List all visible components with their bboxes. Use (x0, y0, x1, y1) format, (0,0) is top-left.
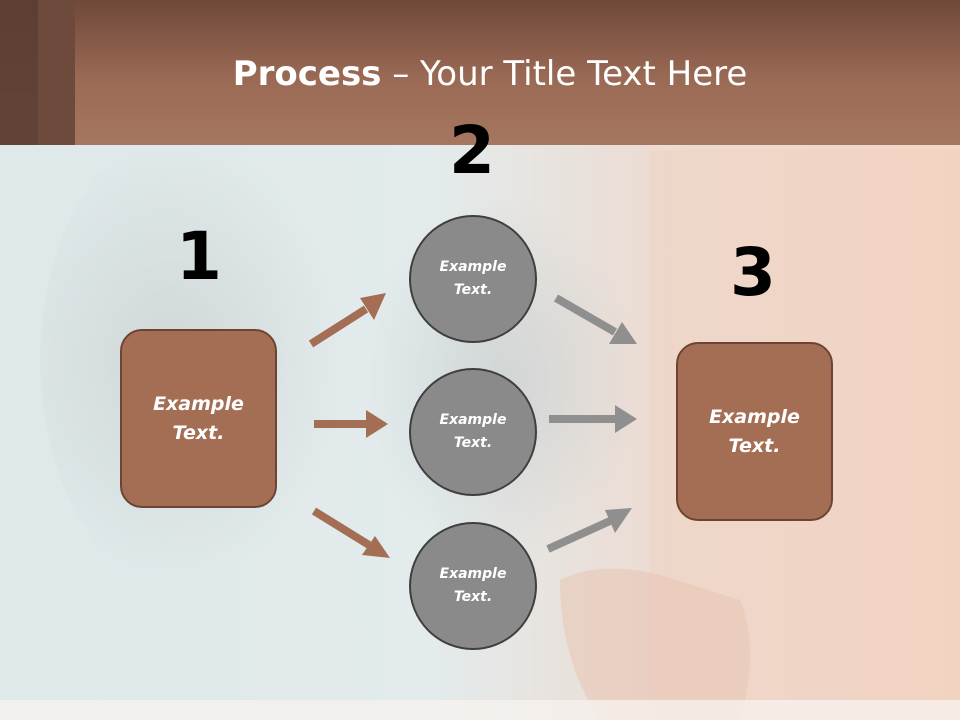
title-bold: Process (232, 54, 382, 94)
step-2-label-top: Example Text. (439, 259, 507, 298)
step-1-label: Example Text. (153, 392, 244, 444)
step-2-circle-middle[interactable]: Example Text. (409, 368, 537, 496)
step-3-label: Example Text. (709, 405, 800, 457)
arrow-middle-to-3 (549, 405, 637, 433)
arrow-bottom-to-3 (546, 508, 632, 553)
arrow-1-to-top (308, 293, 386, 348)
arrow-1-to-bottom (311, 507, 390, 558)
step-3-box[interactable]: Example Text. (676, 342, 833, 521)
step-2-number: 2 (449, 112, 495, 189)
step-2-circle-bottom[interactable]: Example Text. (409, 522, 537, 650)
step-2-label-bottom: Example Text. (439, 566, 507, 605)
step-1-box[interactable]: Example Text. (120, 329, 277, 508)
step-2-label-middle: Example Text. (439, 412, 507, 451)
title-rest: – Your Title Text Here (381, 54, 748, 94)
step-3-number: 3 (730, 234, 776, 311)
arrow-top-to-3 (554, 294, 637, 344)
title-band (0, 0, 960, 145)
slide-title[interactable]: Process – Your Title Text Here (0, 52, 960, 96)
step-1-number: 1 (176, 218, 222, 295)
title-band-accent-light (38, 0, 75, 145)
step-2-circle-top[interactable]: Example Text. (409, 215, 537, 343)
arrow-1-to-middle (314, 410, 388, 438)
